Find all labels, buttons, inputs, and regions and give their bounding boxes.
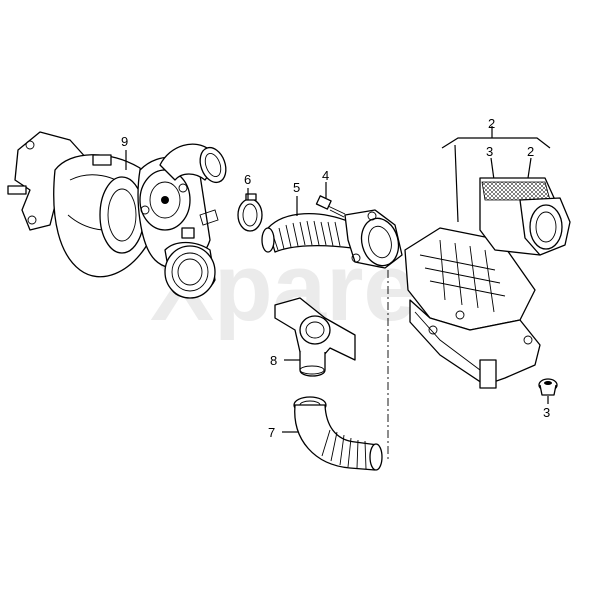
- callout-5[interactable]: 5: [293, 180, 300, 195]
- air-duct-part-8[interactable]: [274, 297, 356, 377]
- leader-line-2: [527, 157, 532, 179]
- callout-8[interactable]: 8: [270, 353, 277, 368]
- callout-9[interactable]: 9: [121, 134, 128, 149]
- callout-4[interactable]: 4: [322, 168, 329, 183]
- air-filter-element-part-2[interactable]: [479, 177, 571, 256]
- bolt-part-4[interactable]: [315, 195, 346, 218]
- callout-3b[interactable]: 3: [543, 405, 550, 420]
- callout-3a[interactable]: 3: [486, 144, 493, 159]
- leader-line-1b: [454, 144, 459, 223]
- hose-clamp-part-6[interactable]: [237, 193, 263, 232]
- callout-1[interactable]: 2: [488, 116, 495, 131]
- intake-hose-part-5[interactable]: [261, 213, 353, 253]
- bracket-1: [441, 137, 551, 149]
- air-filter-housing-part-1[interactable]: [404, 227, 541, 389]
- grommet-part-3[interactable]: [538, 378, 558, 396]
- callout-2[interactable]: 2: [527, 144, 534, 159]
- intake-connector[interactable]: [344, 209, 404, 270]
- turbocharger-part-9[interactable]: [7, 131, 230, 299]
- elbow-hose-part-7[interactable]: [293, 396, 383, 471]
- callout-6[interactable]: 6: [244, 172, 251, 187]
- callout-7[interactable]: 7: [268, 425, 275, 440]
